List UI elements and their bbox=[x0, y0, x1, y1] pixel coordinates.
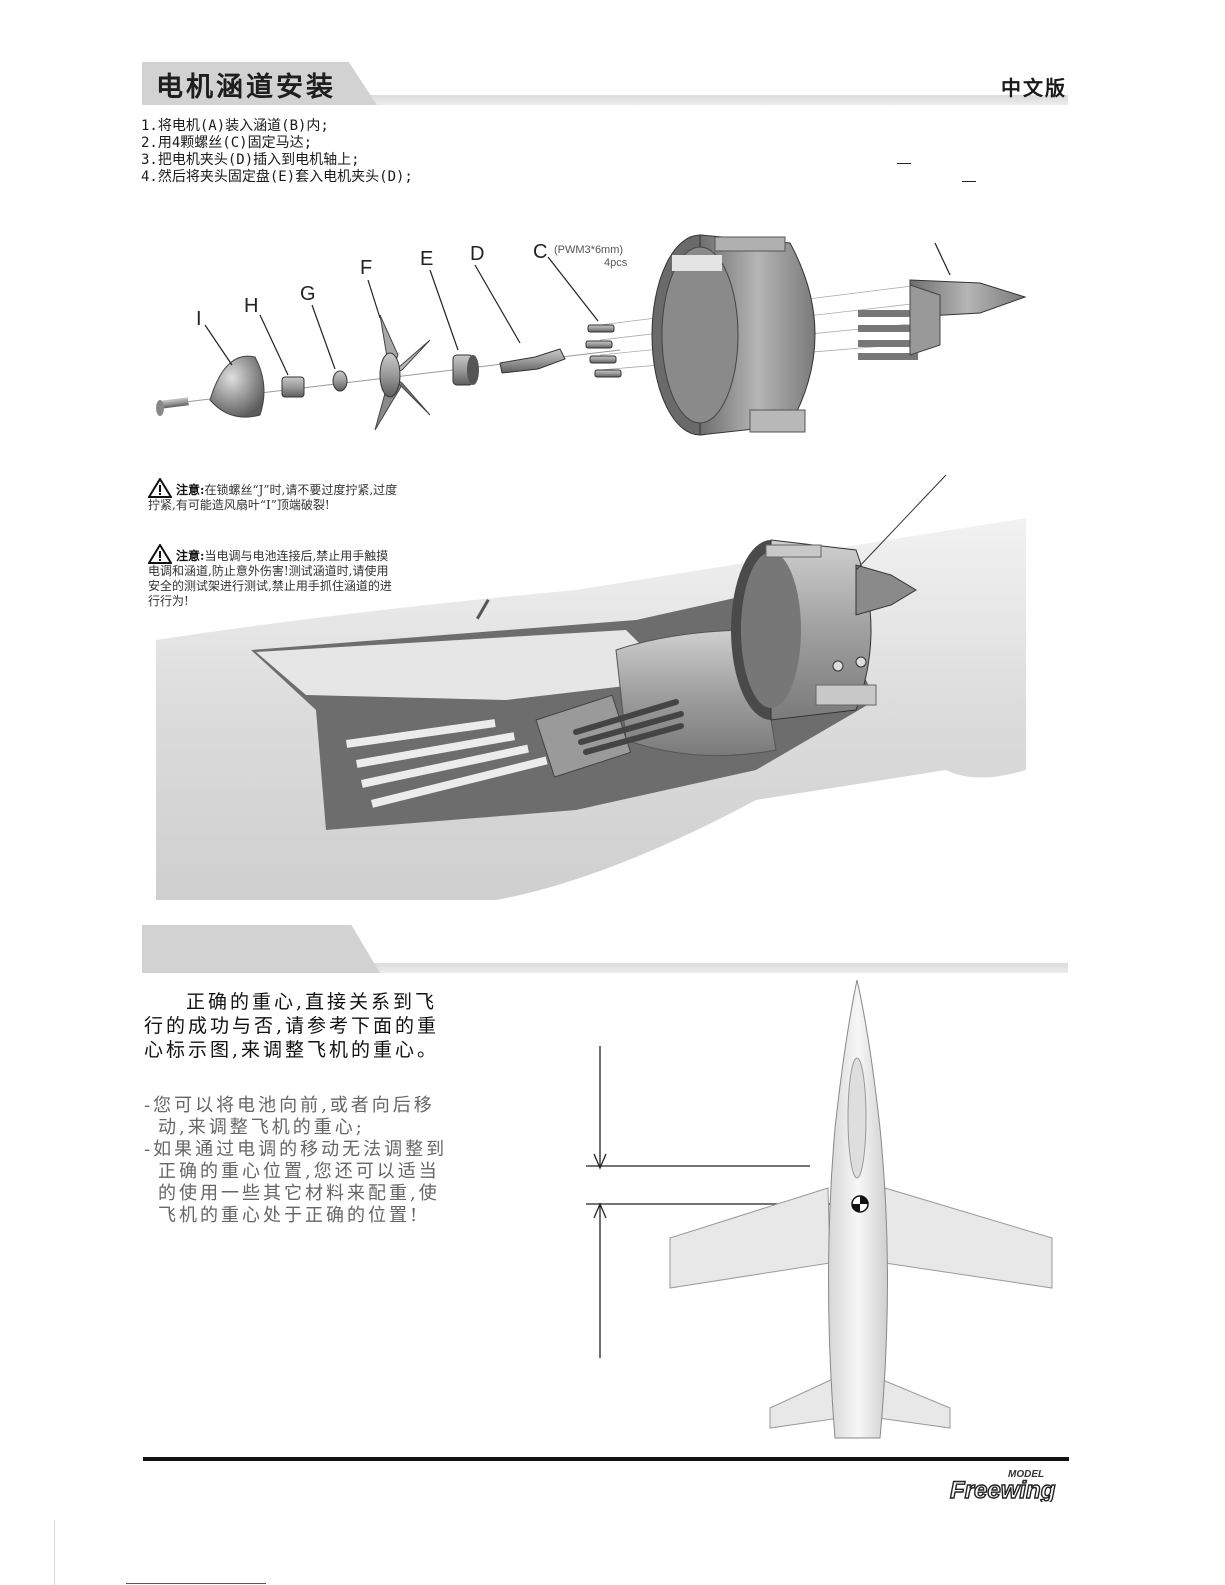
page-edge bbox=[54, 1520, 55, 1585]
bottom-link[interactable] bbox=[126, 1583, 266, 1584]
step-item: 4.然后将夹头固定盘(E)套入电机夹头(D); bbox=[141, 169, 413, 185]
disc-part-e bbox=[452, 354, 479, 386]
warning-label: 注意: bbox=[176, 483, 205, 497]
stray-mark bbox=[897, 163, 911, 164]
cg-intro-text: 正确的重心,直接关系到飞行的成功与否,请参考下面的重心标示图,来调整飞机的重心。 bbox=[144, 991, 440, 1061]
label-part-e: E bbox=[420, 248, 434, 270]
warning-text: 当电调与电池连接后,禁止用手触摸电调和涵道,防止意外伤害!测试涵道时,请使用安全… bbox=[148, 549, 392, 608]
spinner-part-i bbox=[209, 355, 265, 418]
warning-screw: 注意:在锁螺丝“J”时,请不要过度拧紧,过度拧紧,有可能造风扇叶“I”顶端破裂! bbox=[147, 477, 398, 513]
warning-icon bbox=[147, 477, 173, 498]
collet-part-d bbox=[499, 348, 566, 374]
label-part-i: I bbox=[196, 308, 202, 330]
step-item: 1.将电机(A)装入涵道(B)内; bbox=[141, 118, 329, 134]
cg-intro: 正确的重心,直接关系到飞行的成功与否,请参考下面的重心标示图,来调整飞机的重心。 bbox=[144, 990, 454, 1062]
warning-text: 在锁螺丝“J”时,请不要过度拧紧,过度拧紧,有可能造风扇叶“I”顶端破裂! bbox=[148, 483, 398, 512]
edition-label: 中文版 bbox=[1001, 76, 1067, 100]
fan-part-f bbox=[374, 314, 431, 431]
section1-header-tab bbox=[142, 62, 377, 105]
step-item: 2.用4颗螺丝(C)固定马达; bbox=[141, 135, 313, 151]
nut-part-h bbox=[281, 376, 305, 398]
section2-header-tab bbox=[142, 925, 380, 973]
cg-diagram bbox=[586, 979, 1053, 1439]
footer-rule bbox=[143, 1457, 1069, 1461]
logo-sub: MODEL bbox=[1008, 1469, 1044, 1480]
section2-header-bar bbox=[142, 963, 1068, 973]
label-part-g: G bbox=[300, 283, 316, 305]
screw-spec: (PWM3*6mm) bbox=[554, 244, 624, 256]
logo-name: Freewing bbox=[950, 1477, 1056, 1502]
duct-part-b bbox=[651, 234, 816, 436]
screws-part-c bbox=[585, 324, 622, 378]
installation-steps: 1.将电机(A)装入涵道(B)内; 2.用4颗螺丝(C)固定马达; 3.把电机夹… bbox=[141, 118, 413, 186]
washer-part-g bbox=[332, 370, 348, 392]
section1-header-bar bbox=[142, 95, 1068, 105]
fuselage-install-render bbox=[156, 474, 1026, 900]
warning-icon bbox=[147, 543, 173, 564]
motor-part-a bbox=[858, 279, 1027, 360]
label-part-c: C bbox=[533, 241, 548, 263]
warning-label: 注意: bbox=[176, 549, 205, 563]
section1-title: 电机涵道安装 bbox=[156, 72, 336, 103]
cg-tips: -您可以将电池向前,或者向后移动,来调整飞机的重心; -如果通过电调的移动无法调… bbox=[144, 1095, 454, 1227]
freewing-logo: MODEL Freewing bbox=[949, 1469, 1056, 1502]
stray-mark bbox=[962, 181, 976, 182]
cg-tip: -您可以将电池向前,或者向后移动,来调整飞机的重心; bbox=[144, 1095, 435, 1138]
bolt-part bbox=[156, 397, 189, 416]
screw-quantity: 4pcs bbox=[604, 257, 628, 269]
installed-duct bbox=[731, 539, 917, 721]
label-part-h: H bbox=[244, 295, 259, 317]
exploded-diagram bbox=[156, 234, 1027, 436]
warning-duct: 注意:当电调与电池连接后,禁止用手触摸电调和涵道,防止意外伤害!测试涵道时,请使… bbox=[147, 543, 398, 609]
label-part-d: D bbox=[470, 243, 485, 265]
label-part-f: F bbox=[360, 257, 373, 279]
cg-marker-icon bbox=[851, 1195, 869, 1213]
step-item: 3.把电机夹头(D)插入到电机轴上; bbox=[141, 152, 360, 168]
cg-tip: -如果通过电调的移动无法调整到正确的重心位置,您还可以适当的使用一些其它材料来配… bbox=[144, 1139, 448, 1226]
